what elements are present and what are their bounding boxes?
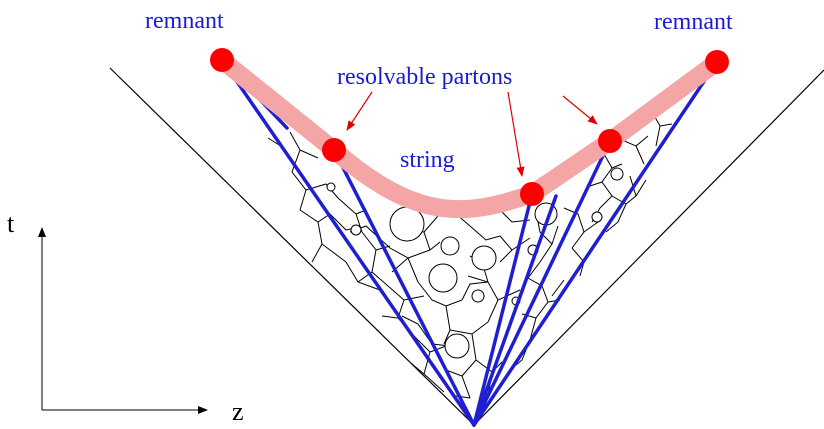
blob xyxy=(350,224,362,236)
remnant-dot-right xyxy=(705,50,729,74)
axes xyxy=(38,227,208,414)
arrow-to-parton-3 xyxy=(562,95,598,125)
label-remnant-right: remnant xyxy=(654,9,733,35)
arrow-to-parton-2 xyxy=(507,91,525,177)
parton-trajectories xyxy=(220,58,719,427)
blob xyxy=(326,182,336,192)
parton-line-right-parton xyxy=(472,139,612,427)
remnant-dot-left xyxy=(210,48,234,72)
parton-arrows xyxy=(346,91,598,177)
blob xyxy=(440,236,460,256)
label-remnant-left: remnant xyxy=(145,8,224,34)
blob xyxy=(389,206,425,242)
blob xyxy=(471,289,485,303)
label-axis-z: z xyxy=(232,397,244,426)
blob xyxy=(591,211,603,223)
arrow-to-parton-1 xyxy=(346,91,373,131)
parton-dots xyxy=(210,48,729,206)
blob xyxy=(610,167,624,181)
blob xyxy=(471,245,497,271)
parton-line-left-remnant xyxy=(220,58,476,427)
label-axis-t: t xyxy=(7,209,15,238)
parton-line-right-remnant xyxy=(472,60,719,427)
cascade-blobs xyxy=(326,167,624,359)
blob xyxy=(428,263,458,293)
label-resolvable-partons: resolvable partons xyxy=(337,64,512,90)
parton-line-center-parton xyxy=(472,192,534,427)
parton-line-left-parton xyxy=(332,148,476,427)
parton-dot-2 xyxy=(520,182,544,206)
light-cone-right xyxy=(473,69,824,426)
blob xyxy=(444,333,470,359)
parton-dot-3 xyxy=(598,129,622,153)
label-string: string xyxy=(400,147,455,173)
parton-dot-1 xyxy=(322,138,346,162)
parton-line-center-parton-b xyxy=(472,194,558,427)
